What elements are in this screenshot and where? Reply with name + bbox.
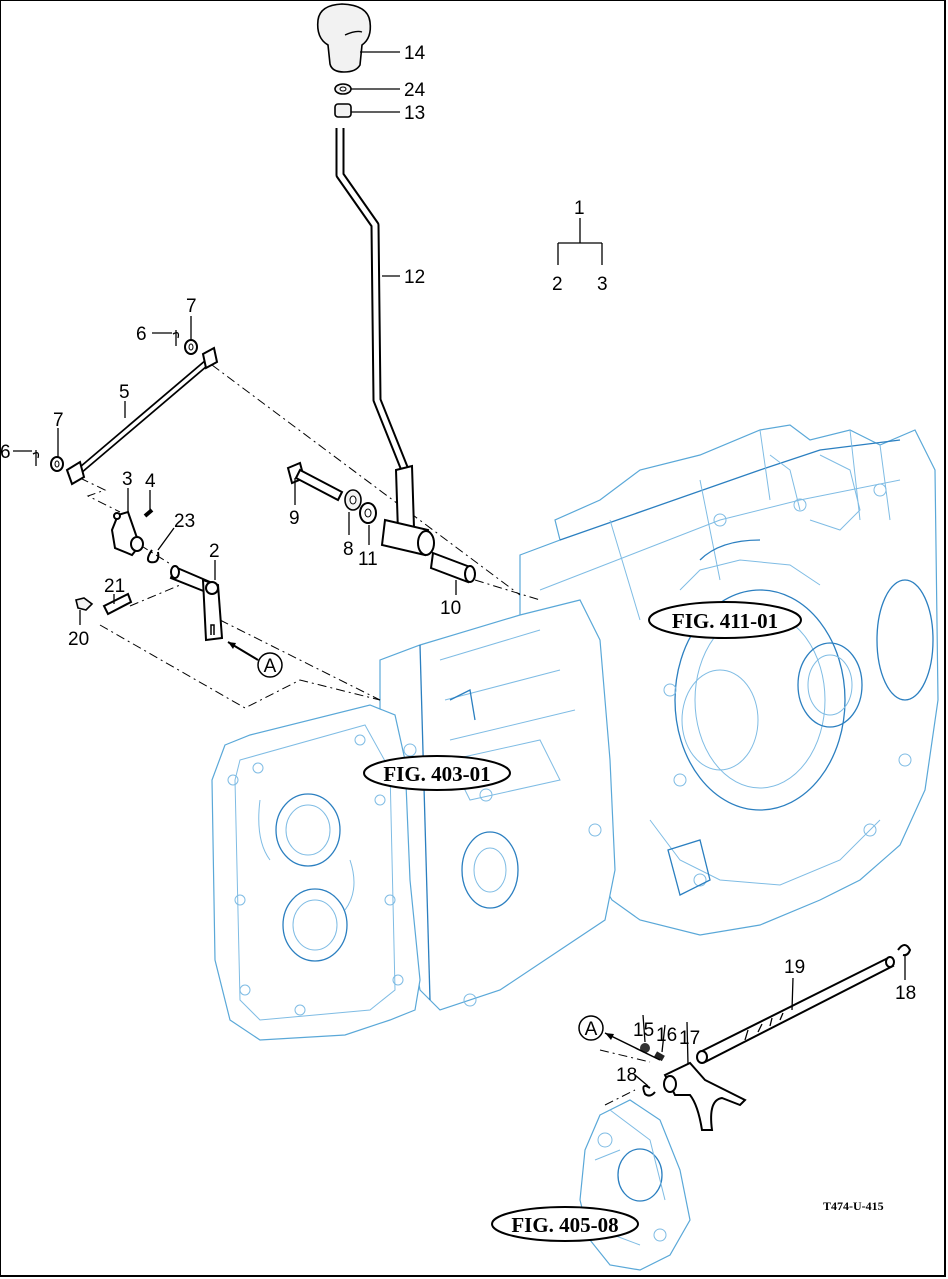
fig-ref-405-08[interactable]: FIG. 405-08 xyxy=(491,1206,639,1242)
washer-11 xyxy=(359,502,377,524)
detail-marker-a-lower: A xyxy=(585,1019,598,1040)
washer-24 xyxy=(334,83,352,95)
bolt-9 xyxy=(286,461,344,502)
callout-21: 21 xyxy=(104,576,125,597)
callout-1: 1 xyxy=(574,198,585,219)
ball-15 xyxy=(640,1043,650,1053)
callout-13: 13 xyxy=(404,103,425,124)
callout-18-upper: 18 xyxy=(895,983,916,1004)
callout-labels: 14 24 13 12 1 2 3 7 6 5 7 6 3 4 23 2 21 … xyxy=(0,43,916,1086)
callout-18-lower: 18 xyxy=(616,1065,637,1086)
callout-23: 23 xyxy=(174,511,195,532)
shift-lever-12 xyxy=(335,128,435,557)
fig-ref-403-01[interactable]: FIG. 403-01 xyxy=(363,755,511,791)
assembly-lines xyxy=(79,364,651,1106)
callout-tree-2: 2 xyxy=(552,274,563,295)
callout-14: 14 xyxy=(404,43,426,64)
rear-housing xyxy=(519,424,939,936)
fig-ref-411-01-label: FIG. 411-01 xyxy=(672,609,778,633)
washer-7-lower xyxy=(50,456,64,472)
snap-ring-23 xyxy=(146,549,160,564)
detail-arrow-lower: A xyxy=(578,1015,661,1061)
shift-rod-5 xyxy=(65,346,219,486)
washer-7-upper xyxy=(184,339,198,355)
spring-16 xyxy=(654,1051,665,1062)
spring-pin-4 xyxy=(143,508,154,518)
callout-20: 20 xyxy=(68,629,89,650)
callout-4: 4 xyxy=(145,471,156,492)
callout-6-lower: 6 xyxy=(0,442,11,463)
callout-24: 24 xyxy=(404,80,426,101)
callout-19: 19 xyxy=(784,957,805,978)
callout-15: 15 xyxy=(633,1020,654,1041)
snap-ring-18-upper xyxy=(897,944,912,957)
drawing-code: T474-U-415 xyxy=(823,1199,884,1213)
detail-marker-a-upper: A xyxy=(264,656,277,677)
leader-lines xyxy=(13,51,906,1087)
callout-12: 12 xyxy=(404,267,425,288)
shift-rail-19 xyxy=(696,956,895,1064)
callout-3: 3 xyxy=(122,469,133,490)
gear-shift-knob xyxy=(316,3,372,73)
snap-ring-18-lower xyxy=(642,1085,656,1097)
clip-6-upper xyxy=(172,330,180,346)
callout-8: 8 xyxy=(343,539,354,560)
fig-ref-403-01-label: FIG. 403-01 xyxy=(383,762,490,786)
callout-10: 10 xyxy=(440,598,461,619)
callout-tree-3: 3 xyxy=(597,274,608,295)
callout-16: 16 xyxy=(656,1025,677,1046)
shift-arm-3 xyxy=(110,510,144,557)
callout-6-upper: 6 xyxy=(136,324,147,345)
shift-cover-housing xyxy=(579,1099,691,1271)
callout-7-lower: 7 xyxy=(53,410,64,431)
shift-shaft-2 xyxy=(169,565,224,642)
shift-fork-17 xyxy=(663,1061,747,1131)
nut-13 xyxy=(334,103,352,118)
pin-10 xyxy=(429,551,476,584)
fig-ref-411-01[interactable]: FIG. 411-01 xyxy=(648,601,802,639)
lock-plate-21 xyxy=(102,592,133,616)
callout-5: 5 xyxy=(119,382,130,403)
callout-17: 17 xyxy=(679,1028,700,1049)
callout-7-upper: 7 xyxy=(186,296,197,317)
callout-11: 11 xyxy=(358,549,378,570)
front-cover-plate xyxy=(211,704,421,1041)
fig-ref-405-08-label: FIG. 405-08 xyxy=(511,1213,618,1237)
callout-9: 9 xyxy=(289,508,300,529)
clip-6-lower xyxy=(32,450,40,466)
callout-2: 2 xyxy=(209,541,220,562)
detail-arrow-upper: A xyxy=(227,641,283,678)
washer-8 xyxy=(344,489,362,511)
bolt-20 xyxy=(75,597,94,611)
